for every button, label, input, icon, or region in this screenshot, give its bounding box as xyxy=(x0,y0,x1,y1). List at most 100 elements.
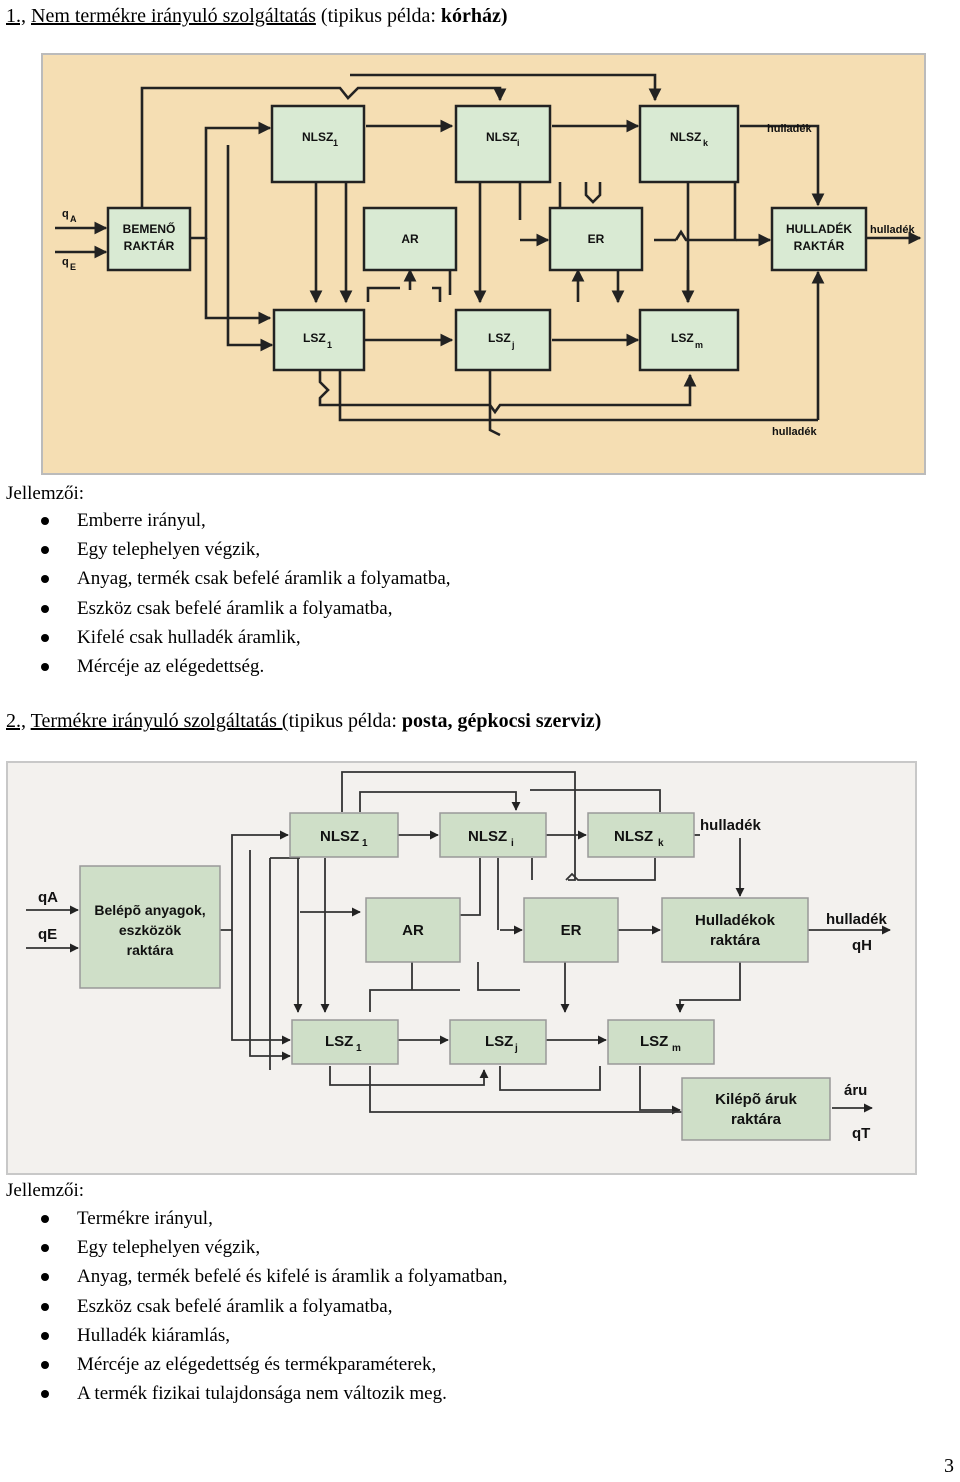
characteristic-text: Hulladék kiáramlás, xyxy=(77,1324,231,1346)
bullet-icon xyxy=(41,517,49,525)
d2-box-er: ER xyxy=(523,897,619,963)
d1-qa-sub: A xyxy=(70,214,77,224)
diagram1-boxes: BEMENŐ RAKTÁR NLSZ 1 NLSZ i NLSZ k AR xyxy=(106,104,868,372)
d2-box-lszj: LSZ j xyxy=(449,1019,547,1065)
d1-ar-label: AR xyxy=(401,232,419,246)
d2-lsz1-sub: 1 xyxy=(356,1043,362,1054)
bullet-icon xyxy=(41,1302,49,1311)
d2-qh-label: qH xyxy=(852,937,872,954)
section1-title-rest: (tipikus példa: xyxy=(320,5,436,27)
bullet-icon xyxy=(41,1361,49,1370)
characteristic-item: Emberre irányul, xyxy=(0,506,451,535)
characteristic-item: Anyag, termék csak befelé áramlik a foly… xyxy=(0,564,451,593)
d1-hullrakt-line1: HULLADÉK xyxy=(786,221,852,236)
section2-number: 2., xyxy=(6,710,26,732)
bullet-icon xyxy=(41,1390,49,1399)
d1-lsz1-label: LSZ xyxy=(303,331,326,345)
d2-lszm-sub: m xyxy=(672,1043,681,1054)
characteristic-item: Egy telephelyen végzik, xyxy=(0,1233,508,1262)
d2-hulladek-out: hulladék xyxy=(826,911,888,928)
d2-nlszi-label: NLSZ xyxy=(468,828,507,845)
section2-example: posta, gépkocsi szerviz) xyxy=(401,710,602,732)
d1-lszj-sub: j xyxy=(511,340,515,350)
d1-qe-label: q xyxy=(62,256,69,268)
diagram1-labels: q A q E hulladék hulladék hulladék xyxy=(62,123,916,438)
characteristic-item: Hulladék kiáramlás, xyxy=(0,1321,508,1350)
d1-box-hulladek-raktar: HULLADÉK RAKTÁR xyxy=(770,206,868,272)
d2-qa-label: qA xyxy=(38,889,58,906)
bullet-icon xyxy=(41,1244,49,1253)
d2-box-nlszi: NLSZ i xyxy=(439,812,547,858)
characteristic-text: Emberre irányul, xyxy=(77,510,206,531)
d2-qe-label: qE xyxy=(38,926,57,943)
characteristic-item: Eszköz csak befelé áramlik a folyamatba, xyxy=(0,1292,508,1321)
section2-characteristics-label: Jellemzői: xyxy=(6,1180,85,1201)
d2-box-belepo: Belépõ anyagok, eszközök raktára xyxy=(79,865,221,989)
characteristic-text: Termékre irányul, xyxy=(77,1208,213,1229)
diagram2-labels: qA qE hulladék hulladék qH áru qT xyxy=(38,817,888,1142)
d1-box-ar: AR xyxy=(362,206,458,272)
diagram-hospital: BEMENŐ RAKTÁR NLSZ 1 NLSZ i NLSZ k AR xyxy=(41,53,926,475)
d1-box-nlszk: NLSZ k xyxy=(638,104,740,184)
d1-box-nlsz1: NLSZ 1 xyxy=(270,104,366,184)
d2-aru-label: áru xyxy=(844,1082,867,1099)
d2-belepo-line1: Belépõ anyagok, xyxy=(94,902,205,918)
d2-nlsz1-label: NLSZ xyxy=(320,828,359,845)
section2-characteristics-list: Termékre irányul, Egy telephelyen végzik,… xyxy=(0,1204,508,1408)
characteristic-item: A termék fizikai tulajdonsága nem változ… xyxy=(0,1379,508,1408)
d2-box-nlszk: NLSZ k xyxy=(587,812,695,858)
d1-hulladek-out: hulladék xyxy=(870,224,916,236)
d1-box-lszm: LSZ m xyxy=(638,308,740,372)
d2-lszj-sub: j xyxy=(514,1043,518,1054)
characteristic-text: Mércéje az elégedettség. xyxy=(77,656,265,678)
d1-lszm-sub: m xyxy=(695,340,703,350)
d1-box-lszj: LSZ j xyxy=(454,308,552,372)
d2-belepo-line3: raktára xyxy=(127,942,174,958)
d1-box-nlszi: NLSZ i xyxy=(454,104,552,184)
d1-box-er: ER xyxy=(548,206,644,272)
bullet-icon xyxy=(41,633,49,642)
d1-nlszk-label: NLSZ xyxy=(670,130,701,144)
d1-nlszi-sub: i xyxy=(517,138,520,148)
characteristic-text: A termék fizikai tulajdonsága nem változ… xyxy=(77,1383,447,1405)
d1-nlsz1-label: NLSZ xyxy=(302,130,333,144)
characteristic-item: Mércéje az elégedettség és termékparamét… xyxy=(0,1350,508,1379)
d2-box-nlsz1: NLSZ 1 xyxy=(289,812,399,858)
bullet-icon xyxy=(41,546,49,555)
d2-kilepo-line1: Kilépõ áruk xyxy=(715,1091,797,1108)
diagram2-boxes: Belépõ anyagok, eszközök raktára NLSZ 1 … xyxy=(79,812,831,1141)
section1-number: 1., xyxy=(6,5,26,27)
bullet-icon xyxy=(41,1273,49,1282)
d2-ar-label: AR xyxy=(402,922,424,939)
bullet-icon xyxy=(41,604,49,613)
diagram2-connectors xyxy=(26,771,891,1115)
section1-title: Nem termékre irányuló szolgáltatás xyxy=(31,5,316,27)
diagram-service: Belépõ anyagok, eszközök raktára NLSZ 1 … xyxy=(6,761,917,1175)
characteristic-text: Mércéje az elégedettség és termékparamét… xyxy=(77,1354,437,1376)
d1-bemeno-line2: RAKTÁR xyxy=(124,238,175,253)
d1-box-bemeno-raktar: BEMENŐ RAKTÁR xyxy=(106,206,192,272)
d1-qa-label: q xyxy=(62,208,69,220)
d1-hullrakt-line2: RAKTÁR xyxy=(794,238,845,253)
section1-example: kórház) xyxy=(440,5,508,27)
characteristic-text: Anyag, termék befelé és kifelé is áramli… xyxy=(77,1266,508,1288)
section1-characteristics-list: Emberre irányul, Egy telephelyen végzik, A… xyxy=(0,506,451,681)
characteristic-text: Anyag, termék csak befelé áramlik a foly… xyxy=(77,568,451,590)
d2-nlszk-sub: k xyxy=(658,838,664,849)
d2-lsz1-label: LSZ xyxy=(325,1033,353,1050)
d2-qt-label: qT xyxy=(852,1125,870,1142)
d2-belepo-line2: eszközök xyxy=(119,922,181,938)
d2-hullrakt-line1: Hulladékok xyxy=(695,912,776,929)
d2-kilepo-line2: raktára xyxy=(731,1111,782,1128)
characteristic-text: Eszköz csak befelé áramlik a folyamatba, xyxy=(77,597,393,619)
d1-hulladek-bottom: hulladék xyxy=(772,426,818,438)
d1-box-lsz1: LSZ 1 xyxy=(272,308,366,372)
d1-hulladek-top: hulladék xyxy=(767,123,813,135)
d1-er-label: ER xyxy=(588,232,605,246)
d2-box-lsz1: LSZ 1 xyxy=(291,1019,399,1065)
characteristic-item: Egy telephelyen végzik, xyxy=(0,535,451,564)
characteristic-text: Egy telephelyen végzik, xyxy=(77,539,261,561)
d1-nlszi-label: NLSZ xyxy=(486,130,517,144)
d2-nlszi-sub: i xyxy=(511,838,514,849)
